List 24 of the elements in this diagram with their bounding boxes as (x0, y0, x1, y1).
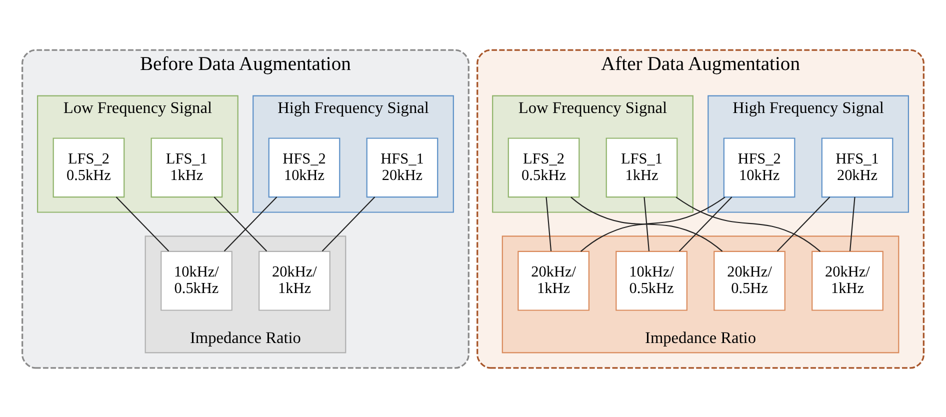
node-box: 20kHz/ 0.5Hz (714, 250, 786, 310)
node-box: LFS_2 0.5kHz (508, 137, 580, 198)
node-box: 20kHz/ 1kHz (518, 250, 590, 310)
connector (546, 196, 552, 251)
connector (849, 196, 856, 251)
node-box: LFS_1 1kHz (606, 137, 678, 198)
node-box: HFS_1 20kHz (821, 137, 894, 198)
node-box: LFS_1 1kHz (150, 137, 223, 198)
node-box: 10kHz/ 0.5kHz (616, 250, 688, 310)
connector (644, 196, 650, 251)
connector (776, 196, 830, 251)
connector (214, 196, 268, 251)
connector (322, 196, 376, 251)
connector (676, 196, 821, 252)
connector (678, 196, 732, 251)
node-box: HFS_2 10kHz (723, 137, 796, 198)
node-box: HFS_2 10kHz (268, 137, 340, 198)
node-box: LFS_2 0.5kHz (52, 137, 125, 198)
node-box: 10kHz/ 0.5kHz (160, 250, 232, 310)
node-box: 20kHz/ 1kHz (812, 250, 884, 310)
node-box: HFS_1 20kHz (366, 137, 438, 198)
node-box: 20kHz/ 1kHz (258, 250, 330, 310)
connector (224, 196, 278, 251)
connector (116, 196, 170, 251)
